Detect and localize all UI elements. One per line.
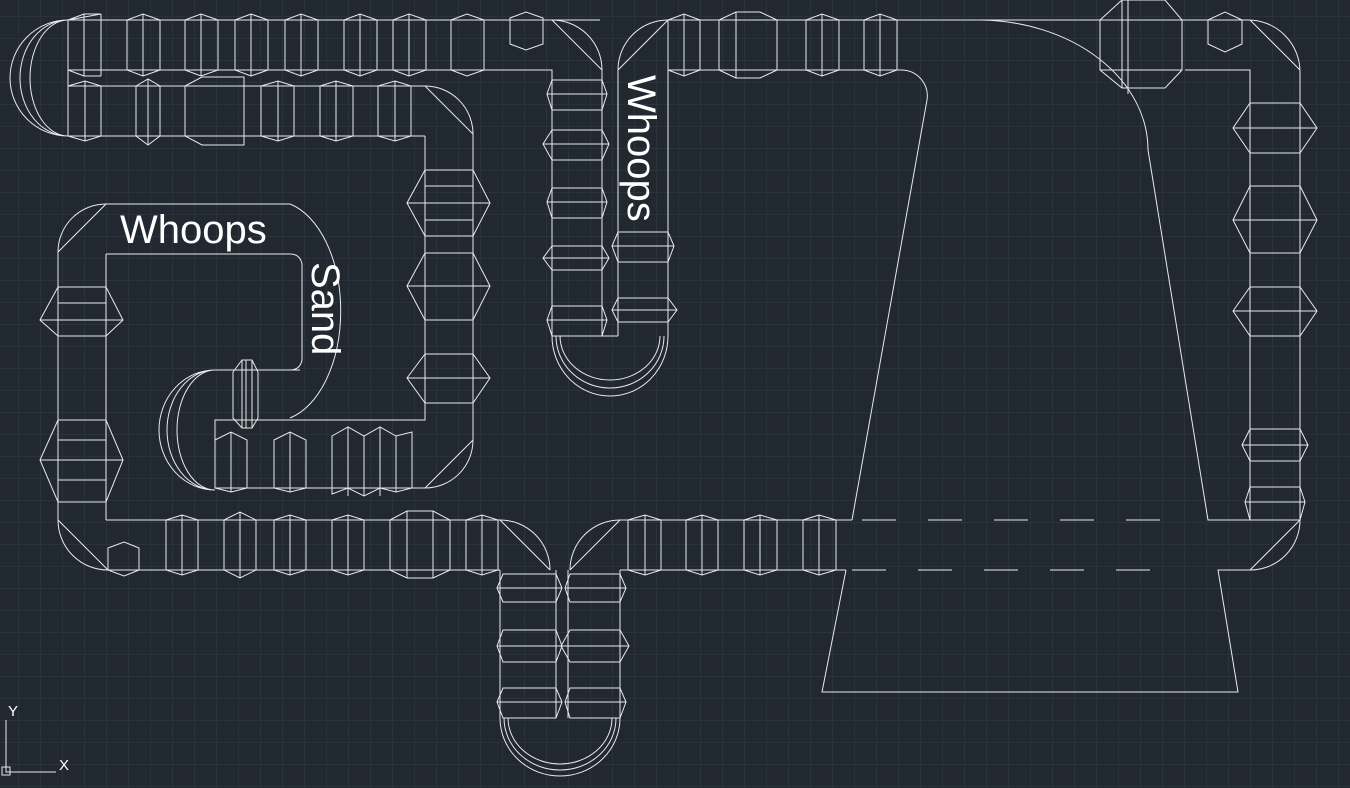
ucs-y-label: Y <box>8 703 18 720</box>
left-loop <box>57 85 474 571</box>
segment-top-right <box>667 0 1243 94</box>
top-left-straight <box>68 19 600 300</box>
big-ramp <box>668 19 1301 693</box>
sand-label: Sand <box>303 262 347 355</box>
ucs-icon: Y X <box>1 703 69 776</box>
segment-right-vertical <box>1232 102 1318 521</box>
segment-left-loop-vertical <box>39 169 491 503</box>
bottom-straight <box>106 519 852 777</box>
ucs-x-label: X <box>59 757 69 774</box>
segment-middle-u <box>542 79 678 337</box>
segment-bottom-row <box>107 510 837 579</box>
segment-top-row-1 <box>67 11 544 77</box>
segment-top-row-2 <box>67 76 412 146</box>
segment-bottom-u <box>496 573 630 719</box>
corner-top <box>551 19 603 74</box>
segment-inner-bottom <box>214 359 413 497</box>
whoops-vertical-label: Whoops <box>619 75 663 222</box>
whoops-left-label: Whoops <box>120 208 267 252</box>
